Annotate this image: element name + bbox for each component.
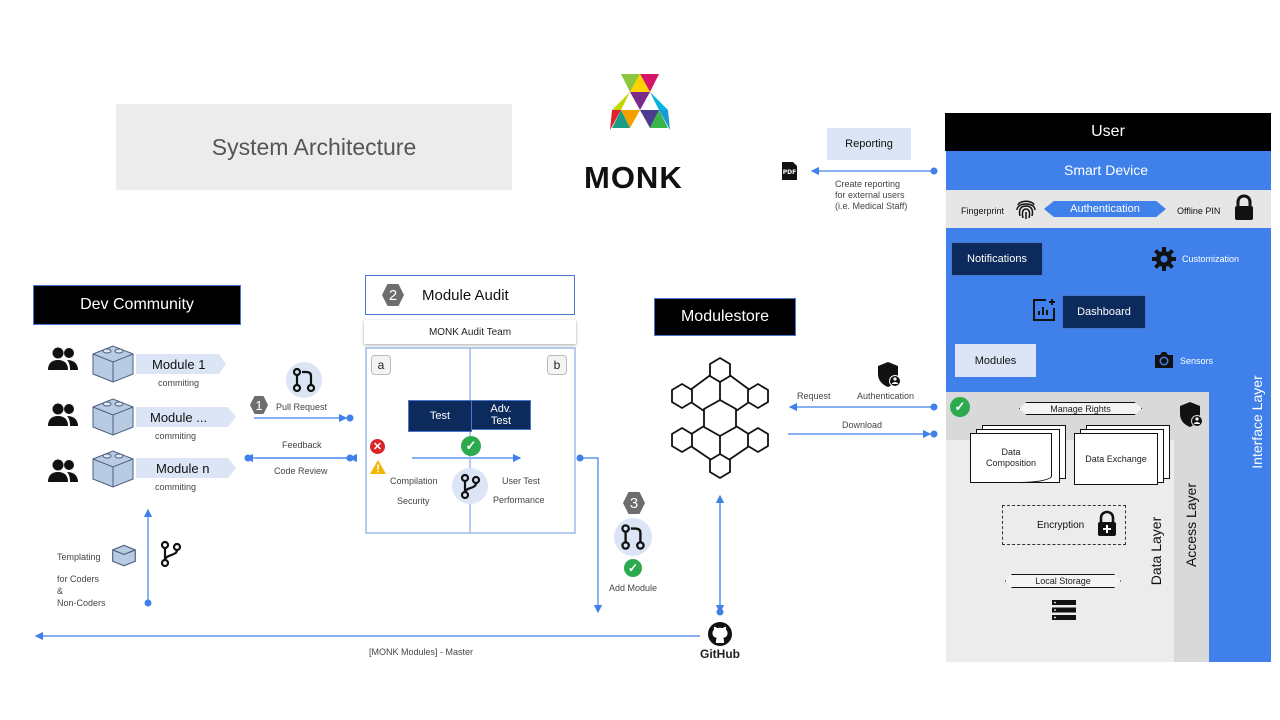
- templating-coders: for Coders: [57, 574, 100, 584]
- camera-icon: [1153, 350, 1175, 370]
- audit-team-label: MONK Audit Team: [364, 320, 576, 344]
- users-icon: [46, 402, 80, 428]
- module-n-status: commiting: [155, 482, 197, 492]
- module-audit-title: Module Audit: [422, 286, 509, 304]
- github-icon: [707, 621, 733, 647]
- interface-layer-label: Interface Layer: [1249, 375, 1265, 469]
- module-list: Module 1 commiting Module ... commiting …: [46, 344, 246, 494]
- data-composition-stack: Data Composition: [970, 425, 1066, 487]
- sensors-label: Sensors: [1180, 356, 1214, 366]
- step-1-badge: 1: [250, 396, 268, 414]
- audit-col-a: a: [371, 355, 391, 375]
- compilation-label: Compilation: [390, 476, 438, 486]
- authentication-label: Authentication: [857, 391, 915, 401]
- reporting-desc-1: Create reporting: [835, 179, 901, 189]
- request-label: Request: [797, 391, 831, 401]
- database-icon: [1051, 599, 1077, 621]
- encryption-label: Encryption: [1037, 520, 1085, 531]
- fingerprint-label: Fingerprint: [961, 206, 1005, 216]
- logo-mark-icon: [610, 74, 670, 130]
- step-3-badge: 3: [623, 492, 645, 514]
- dashboard-chart-icon: [1031, 297, 1057, 323]
- module-block-icon: [90, 342, 136, 384]
- user-test-label: User Test: [502, 476, 540, 486]
- audit-col-b: b: [547, 355, 567, 375]
- module-block-icon: [90, 447, 136, 489]
- download-label: Download: [842, 420, 883, 430]
- template-block-icon: [111, 543, 137, 567]
- warning-icon: [369, 459, 387, 475]
- offline-pin-label: Offline PIN: [1177, 206, 1221, 216]
- module-n-label[interactable]: Module n: [136, 458, 236, 478]
- data-composition-label: Data Composition: [970, 433, 1052, 483]
- shield-user-icon: [1178, 401, 1204, 429]
- notifications-button[interactable]: Notifications: [951, 242, 1043, 276]
- master-branch-label: [MONK Modules] - Master: [369, 647, 474, 657]
- check-icon: ✓: [624, 559, 642, 577]
- templating-and: &: [57, 586, 64, 596]
- github-label: GitHub: [700, 647, 740, 661]
- add-module-label: Add Module: [609, 583, 658, 593]
- branch-merge-icon: [452, 468, 488, 504]
- performance-label: Performance: [493, 495, 545, 505]
- module-block-icon: [90, 395, 136, 437]
- branch-icon: [160, 540, 182, 568]
- module-2-status: commiting: [155, 431, 197, 441]
- encryption-box: [1002, 505, 1126, 545]
- templating-noncoders: Non-Coders: [57, 598, 106, 608]
- reporting-desc-3: (i.e. Medical Staff): [835, 201, 908, 211]
- pdf-icon: PDF: [779, 161, 799, 181]
- pull-request-icon: [614, 518, 652, 556]
- shield-user-icon: [876, 361, 902, 389]
- reporting-desc-2: for external users: [835, 190, 905, 200]
- check-icon: ✓: [461, 436, 481, 456]
- manage-rights-pill[interactable]: Manage Rights: [1019, 402, 1142, 415]
- pull-request-icon: [286, 362, 322, 398]
- pdf-text: PDF: [783, 169, 796, 176]
- data-exchange-stack: Data Exchange: [1074, 425, 1170, 487]
- error-icon: ✕: [370, 439, 385, 454]
- gear-icon: [1151, 246, 1177, 272]
- code-review-label: Code Review: [274, 466, 328, 476]
- data-layer-label: Data Layer: [1148, 516, 1164, 586]
- pull-request-label: Pull Request: [276, 402, 328, 412]
- customization-label: Customization: [1182, 254, 1240, 264]
- users-icon: [46, 346, 80, 372]
- network-blocks-icon: [664, 356, 776, 480]
- reporting-box[interactable]: Reporting: [827, 128, 911, 160]
- lock-plus-icon: [1096, 510, 1118, 538]
- templating-label: Templating: [57, 552, 101, 562]
- authentication-pill[interactable]: Authentication: [1044, 201, 1166, 217]
- fingerprint-icon: [1013, 196, 1039, 222]
- check-icon: ✓: [950, 397, 970, 417]
- dashboard-button[interactable]: Dashboard: [1062, 295, 1146, 329]
- data-exchange-label: Data Exchange: [1074, 433, 1158, 485]
- monk-logo: MONK: [584, 72, 682, 195]
- module-audit-header: 2 Module Audit: [365, 275, 575, 315]
- access-layer-label: Access Layer: [1183, 482, 1199, 568]
- step-2-badge: 2: [382, 284, 404, 306]
- users-icon: [46, 458, 80, 484]
- user-header: User: [945, 113, 1271, 151]
- test-box[interactable]: Test: [408, 400, 472, 432]
- modules-button[interactable]: Modules: [955, 344, 1036, 377]
- smart-device-label: Smart Device: [1063, 162, 1149, 178]
- dev-community-header: Dev Community: [33, 285, 241, 325]
- logo-text: MONK: [584, 160, 683, 195]
- page-title: System Architecture: [116, 104, 512, 190]
- modulestore-header: Modulestore: [654, 298, 796, 336]
- security-label: Security: [397, 496, 430, 506]
- feedback-label: Feedback: [282, 440, 322, 450]
- local-storage-pill[interactable]: Local Storage: [1005, 574, 1121, 588]
- adv-test-box[interactable]: Adv. Test: [471, 400, 531, 430]
- module-2-label[interactable]: Module ...: [136, 407, 236, 427]
- module-1-status: commiting: [158, 378, 200, 388]
- lock-icon: [1233, 194, 1255, 222]
- module-1-label[interactable]: Module 1: [136, 354, 226, 374]
